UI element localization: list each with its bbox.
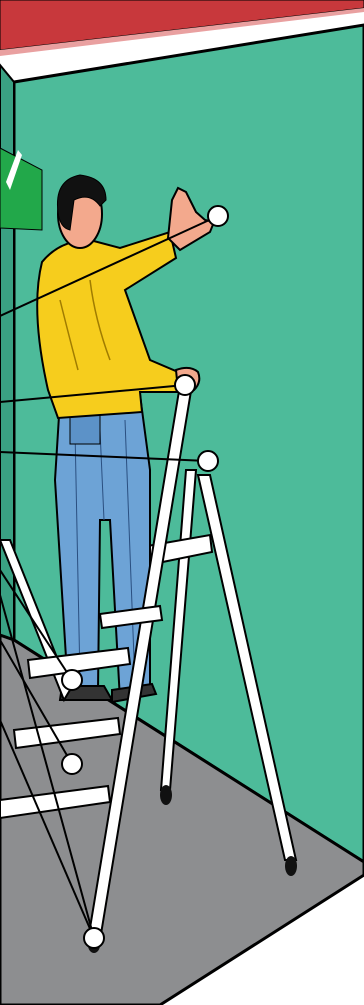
callout-dot-foot [62,670,82,690]
callout-dot-step [62,754,82,774]
callout-dot-hand [208,206,228,226]
callout-dot-wall [198,451,218,471]
callout-dot-grip [175,375,195,395]
callout-dot-base [84,928,104,948]
